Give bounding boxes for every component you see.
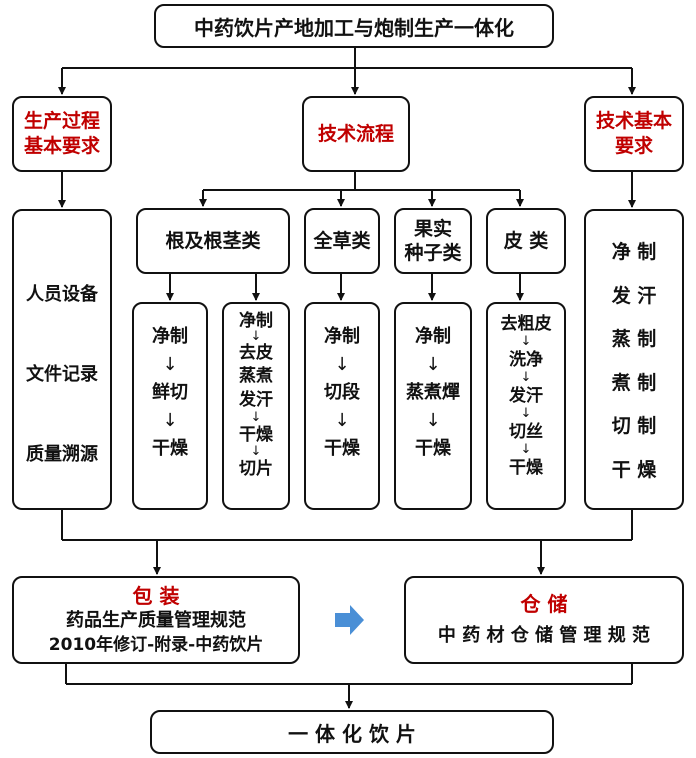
list-item: 切 制 bbox=[611, 415, 657, 438]
packaging-title: 包 装 bbox=[132, 584, 180, 608]
step: 净制 bbox=[152, 326, 188, 347]
category-bark: 皮 类 bbox=[486, 208, 566, 274]
production-requirements-list: 人员设备 文件记录 质量溯源 bbox=[12, 209, 112, 510]
list-item: 净 制 bbox=[611, 241, 657, 264]
step: 发汗 bbox=[239, 390, 273, 410]
step: 干燥 bbox=[239, 425, 273, 445]
list-item: 质量溯源 bbox=[26, 444, 98, 465]
diagram-title: 中药饮片产地加工与炮制生产一体化 bbox=[154, 4, 554, 48]
storage-title: 仓 储 bbox=[520, 592, 568, 616]
list-item: 文件记录 bbox=[26, 364, 98, 385]
step: 发汗 bbox=[509, 386, 543, 406]
down-arrow-icon: ↓ bbox=[520, 406, 532, 421]
down-arrow-icon: ↓ bbox=[162, 410, 178, 431]
down-arrow-icon: ↓ bbox=[425, 410, 441, 431]
category-label: 果实 bbox=[413, 218, 452, 240]
down-arrow-icon: ↓ bbox=[250, 410, 262, 425]
step: 蒸煮 bbox=[239, 366, 273, 386]
step: 干燥 bbox=[509, 458, 543, 478]
down-arrow-icon: ↓ bbox=[250, 444, 262, 459]
category-label: 全草类 bbox=[313, 230, 371, 252]
step: 净制 bbox=[324, 326, 360, 347]
packaging-line: 2010年修订-附录-中药饮片 bbox=[48, 635, 264, 655]
storage-text: 中 药 材 仓 储 管 理 规 范 bbox=[437, 625, 651, 646]
packaging-line: 药品生产质量管理规范 bbox=[66, 610, 246, 631]
step: 鲜切 bbox=[152, 382, 188, 403]
step: 干燥 bbox=[152, 438, 188, 459]
process-flow-header: 技术流程 bbox=[302, 96, 410, 172]
process-box-fruit-seed: 净制 ↓ 蒸煮燀 ↓ 干燥 bbox=[394, 302, 472, 510]
technical-requirements-list: 净 制 发 汗 蒸 制 煮 制 切 制 干 燥 bbox=[584, 209, 684, 510]
step: 蒸煮燀 bbox=[406, 382, 460, 403]
header-line: 要求 bbox=[614, 135, 653, 157]
header-line: 基本要求 bbox=[23, 135, 100, 157]
step: 切段 bbox=[324, 382, 360, 403]
category-herb: 全草类 bbox=[304, 208, 380, 274]
header-line: 技术基本 bbox=[595, 110, 672, 132]
category-root: 根及根茎类 bbox=[136, 208, 290, 274]
process-box-herb: 净制 ↓ 切段 ↓ 干燥 bbox=[304, 302, 380, 510]
technical-requirements-header: 技术基本 要求 bbox=[584, 96, 684, 172]
category-label: 种子类 bbox=[404, 242, 462, 264]
storage-box: 仓 储 中 药 材 仓 储 管 理 规 范 bbox=[404, 576, 684, 664]
category-label: 根及根茎类 bbox=[165, 230, 261, 252]
final-product-box: 一 体 化 饮 片 bbox=[150, 710, 554, 754]
step: 去皮 bbox=[239, 343, 273, 363]
step: 洗净 bbox=[509, 350, 543, 370]
process-box-root-fresh: 净制 ↓ 鲜切 ↓ 干燥 bbox=[132, 302, 208, 510]
down-arrow-icon: ↓ bbox=[425, 354, 441, 375]
down-arrow-icon: ↓ bbox=[520, 370, 532, 385]
blue-arrow-icon bbox=[335, 605, 364, 635]
step: 净制 bbox=[415, 326, 451, 347]
diagram-title-text: 中药饮片产地加工与炮制生产一体化 bbox=[194, 15, 514, 40]
step: 干燥 bbox=[324, 438, 360, 459]
step: 切片 bbox=[239, 459, 273, 479]
list-item: 发 汗 bbox=[611, 284, 657, 307]
process-box-root-processed: 净制 ↓ 去皮 蒸煮 发汗 ↓ 干燥 ↓ 切片 bbox=[222, 302, 290, 510]
down-arrow-icon: ↓ bbox=[520, 442, 532, 457]
step: 净制 bbox=[239, 311, 273, 331]
down-arrow-icon: ↓ bbox=[334, 354, 350, 375]
list-item: 人员设备 bbox=[26, 284, 98, 305]
header-line: 技术流程 bbox=[317, 122, 394, 145]
packaging-box: 包 装 药品生产质量管理规范 2010年修订-附录-中药饮片 bbox=[12, 576, 300, 664]
list-item: 干 燥 bbox=[611, 458, 657, 481]
down-arrow-icon: ↓ bbox=[250, 329, 262, 344]
list-items: 人员设备 文件记录 质量溯源 bbox=[26, 255, 98, 495]
down-arrow-icon: ↓ bbox=[334, 410, 350, 431]
list-item: 蒸 制 bbox=[611, 328, 657, 351]
step: 去粗皮 bbox=[500, 314, 552, 334]
category-label: 皮 类 bbox=[503, 230, 549, 252]
list-item: 煮 制 bbox=[611, 371, 657, 394]
step: 切丝 bbox=[509, 422, 543, 442]
final-product-label: 一 体 化 饮 片 bbox=[288, 721, 416, 746]
category-fruit-seed: 果实 种子类 bbox=[394, 208, 472, 274]
step: 干燥 bbox=[415, 438, 451, 459]
header-line: 生产过程 bbox=[23, 110, 100, 132]
process-box-bark: 去粗皮 ↓ 洗净 ↓ 发汗 ↓ 切丝 ↓ 干燥 bbox=[486, 302, 566, 510]
production-requirements-header: 生产过程 基本要求 bbox=[12, 96, 112, 172]
down-arrow-icon: ↓ bbox=[162, 354, 178, 375]
down-arrow-icon: ↓ bbox=[520, 334, 532, 349]
